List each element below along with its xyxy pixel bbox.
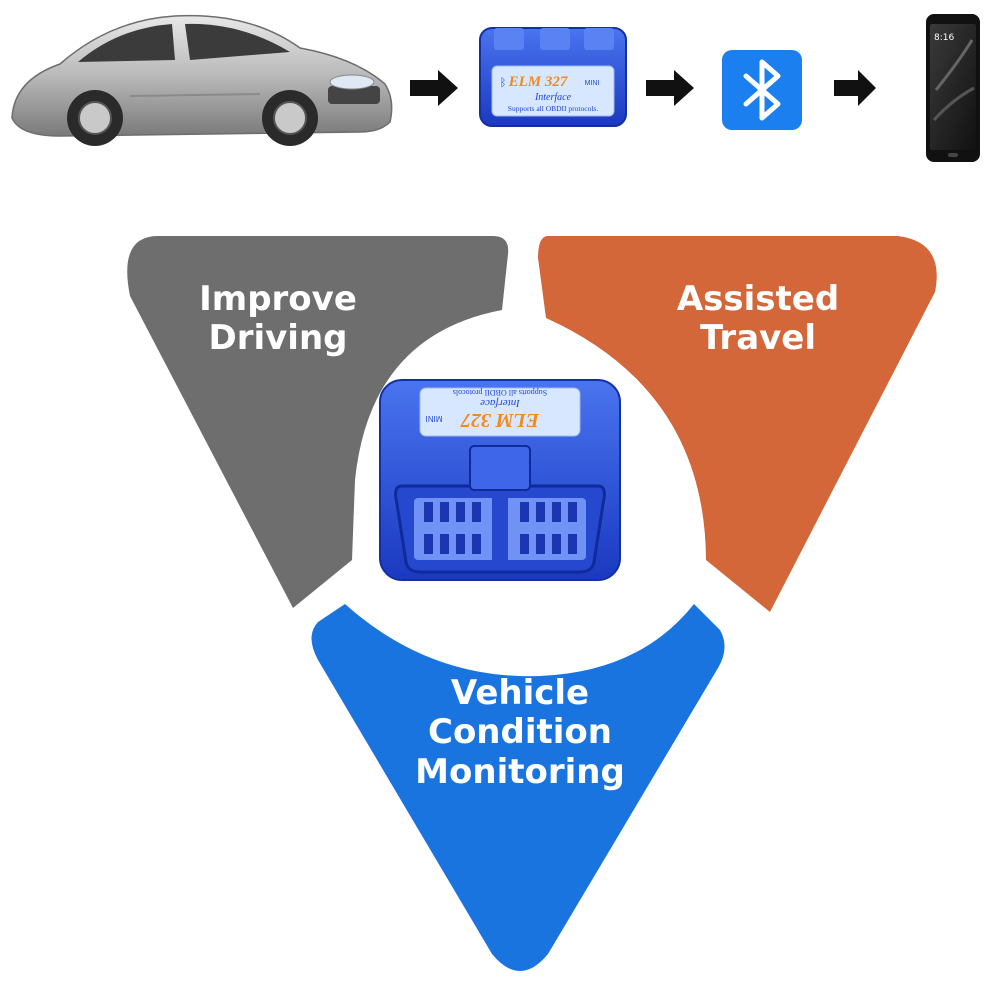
label-line: Driving: [208, 318, 348, 359]
label-line: Improve: [199, 279, 357, 319]
car-icon: [11, 14, 393, 146]
label-line: Travel: [699, 318, 817, 359]
label-line: Assisted: [676, 279, 840, 319]
center-obd-adapter: ELM 327 MINI Interface Supports all OBDI…: [379, 379, 621, 581]
center-adapter-line1: Interface: [480, 397, 521, 409]
arrow-right-icon: [646, 70, 694, 106]
label-line: Monitoring: [415, 751, 625, 792]
segment-improve-driving: [127, 236, 509, 608]
arrow-right-icon: [834, 70, 876, 106]
adapter-line2: Supports all OBDII protocols.: [508, 104, 599, 113]
smartphone-icon: 8:16: [926, 14, 980, 162]
label-assisted-travel: Assisted Travel: [648, 279, 868, 359]
center-adapter-line2: Supports all OBDII protocols: [453, 388, 547, 397]
label-line: Vehicle: [450, 673, 590, 713]
label-vehicle-condition-monitoring: Vehicle Condition Monitoring: [380, 673, 660, 792]
segment-assisted-travel: [538, 236, 937, 612]
adapter-badge: MINI: [585, 80, 600, 87]
bluetooth-icon: [722, 50, 802, 130]
center-adapter-badge: MINI: [426, 414, 443, 423]
arrow-right-icon: [410, 70, 458, 106]
obd-adapter-icon: ELM 327 MINI Interface Supports all OBDI…: [479, 27, 627, 127]
label-line: Condition: [428, 712, 612, 753]
segment-vehicle-condition: [311, 604, 725, 971]
center-adapter-brand: ELM 327: [460, 409, 540, 431]
phone-time: 8:16: [934, 33, 954, 43]
adapter-brand: ELM 327: [508, 74, 568, 90]
adapter-line1: Interface: [534, 92, 572, 103]
label-improve-driving: Improve Driving: [178, 279, 378, 359]
svg-text:ᛒ: ᛒ: [500, 76, 507, 89]
